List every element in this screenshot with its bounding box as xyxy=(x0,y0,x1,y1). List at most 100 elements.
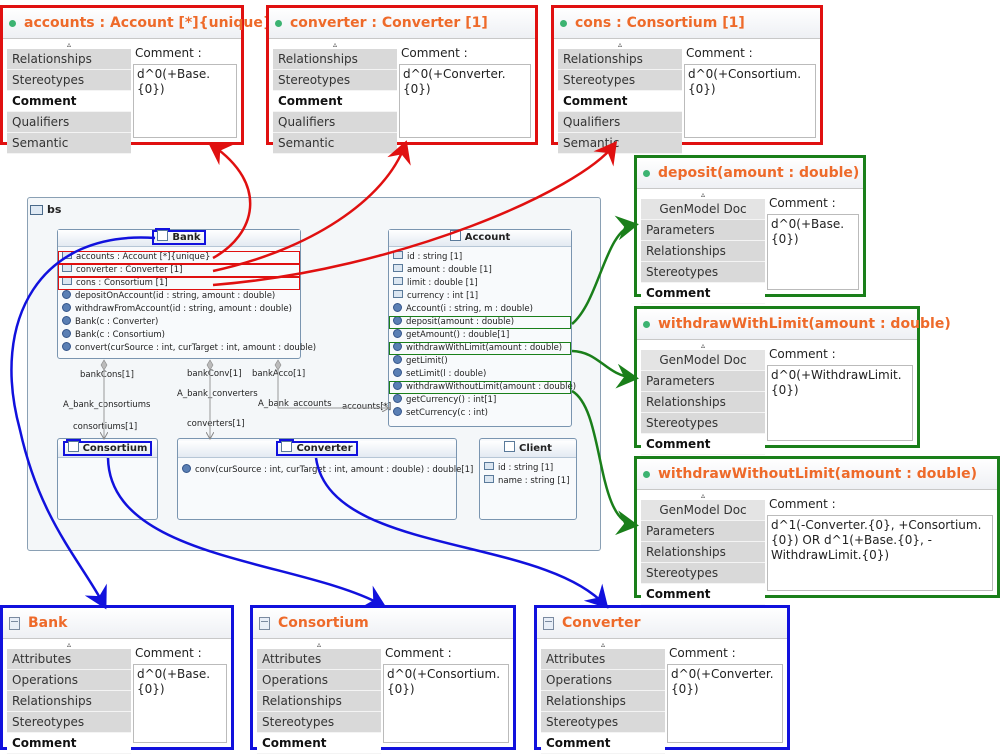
comment-field[interactable]: d^0(+Consortium.{0}) xyxy=(684,64,816,138)
scroll-up-icon[interactable]: ▵ xyxy=(600,640,605,649)
tab-stereotypes[interactable]: Stereotypes xyxy=(7,712,131,733)
attribute-currency[interactable]: currency : int [1] xyxy=(389,290,571,303)
consortium-class-name[interactable]: Consortium xyxy=(62,441,153,456)
operation-get-limit[interactable]: getLimit() xyxy=(389,355,571,368)
comment-field[interactable]: d^0(+Converter.{0}) xyxy=(667,664,783,743)
tab-comment[interactable]: Comment xyxy=(7,91,131,112)
operation-conv[interactable]: conv(curSource : int, curTarget : int, a… xyxy=(178,464,473,477)
tab-attributes[interactable]: Attributes xyxy=(541,649,665,670)
tab-qualifiers[interactable]: Qualifiers xyxy=(7,112,131,133)
tab-comment[interactable]: Comment xyxy=(541,733,665,754)
tab-comment[interactable]: Comment xyxy=(641,434,765,455)
comment-field[interactable]: d^0(+Consortium.{0}) xyxy=(383,664,509,743)
operation-icon xyxy=(393,368,402,377)
operation-get-currency[interactable]: getCurrency() : int[1] xyxy=(389,394,571,407)
scroll-up-icon[interactable]: ▵ xyxy=(700,491,705,500)
scroll-up-icon[interactable]: ▵ xyxy=(66,40,71,49)
comment-field[interactable]: d^0(+Base.{0}) xyxy=(767,214,859,290)
scroll-up-icon[interactable]: ▵ xyxy=(66,640,71,649)
scroll-up-icon[interactable]: ▵ xyxy=(617,40,622,49)
comment-section: Comment : d^0(+Base.{0}) xyxy=(133,44,237,138)
tab-attributes[interactable]: Attributes xyxy=(7,649,131,670)
tab-stereotypes[interactable]: Stereotypes xyxy=(558,70,682,91)
tab-comment[interactable]: Comment xyxy=(641,584,765,605)
tab-parameters[interactable]: Parameters xyxy=(641,371,765,392)
tab-relationships[interactable]: Relationships xyxy=(558,49,682,70)
tab-semantic[interactable]: Semantic xyxy=(273,133,397,154)
operation-bank-converter[interactable]: Bank(c : Converter) xyxy=(58,316,300,329)
converter-class-name[interactable]: Converter xyxy=(276,441,358,456)
tab-stereotypes[interactable]: Stereotypes xyxy=(641,563,765,584)
operation-withdraw-without-limit[interactable]: withdrawWithoutLimit(amount : double) xyxy=(389,381,576,394)
attribute-amount[interactable]: amount : double [1] xyxy=(389,264,571,277)
class-icon xyxy=(157,230,169,241)
tab-qualifiers[interactable]: Qualifiers xyxy=(558,112,682,133)
tab-stereotypes[interactable]: Stereotypes xyxy=(641,262,765,283)
operation-deposit[interactable]: deposit(amount : double) xyxy=(389,316,571,329)
attribute-client-name[interactable]: name : string [1] xyxy=(480,475,576,488)
operation-convert[interactable]: convert(curSource : int, curTarget : int… xyxy=(58,342,316,355)
scroll-up-icon[interactable]: ▵ xyxy=(700,341,705,350)
tab-relationships[interactable]: Relationships xyxy=(273,49,397,70)
tab-relationships[interactable]: Relationships xyxy=(541,691,665,712)
package-label[interactable]: bs xyxy=(30,203,61,216)
tab-relationships[interactable]: Relationships xyxy=(7,691,131,712)
scroll-up-icon[interactable]: ▵ xyxy=(700,190,705,199)
tab-stereotypes[interactable]: Stereotypes xyxy=(7,70,131,91)
client-class-box[interactable]: Client id : string [1] name : string [1] xyxy=(479,438,577,520)
tab-comment[interactable]: Comment xyxy=(558,91,682,112)
tab-genmodel-doc[interactable]: GenModel Doc xyxy=(641,500,765,521)
converter-class-box[interactable]: Converter conv(curSource : int, curTarge… xyxy=(177,438,473,520)
bank-class-name[interactable]: Bank xyxy=(152,230,206,245)
comment-label: Comment : xyxy=(769,196,836,210)
attribute-converter[interactable]: converter : Converter [1] xyxy=(58,264,300,277)
scroll-up-icon[interactable]: ▵ xyxy=(316,640,321,649)
tab-qualifiers[interactable]: Qualifiers xyxy=(273,112,397,133)
tab-operations[interactable]: Operations xyxy=(541,670,665,691)
tab-relationships[interactable]: Relationships xyxy=(641,241,765,262)
tab-relationships[interactable]: Relationships xyxy=(641,392,765,413)
tab-semantic[interactable]: Semantic xyxy=(7,133,131,154)
attribute-client-id[interactable]: id : string [1] xyxy=(480,462,576,475)
tab-stereotypes[interactable]: Stereotypes xyxy=(641,413,765,434)
operation-icon xyxy=(62,316,71,325)
bank-class-box[interactable]: Bank accounts : Account [*]{unique} conv… xyxy=(57,229,316,359)
comment-field[interactable]: d^0(+Base.{0}) xyxy=(133,64,237,138)
account-class-box[interactable]: Account id : string [1] amount : double … xyxy=(388,229,576,427)
comment-field[interactable]: d^0(+Base.{0}) xyxy=(133,664,227,743)
tab-operations[interactable]: Operations xyxy=(257,670,381,691)
operation-account-constructor[interactable]: Account(i : string, m : double) xyxy=(389,303,571,316)
tab-parameters[interactable]: Parameters xyxy=(641,220,765,241)
comment-field[interactable]: d^1(-Converter.{0}, +Consortium.{0}) OR … xyxy=(767,515,993,591)
tab-parameters[interactable]: Parameters xyxy=(641,521,765,542)
operation-get-amount[interactable]: getAmount() : double[1] xyxy=(389,329,571,342)
tab-genmodel-doc[interactable]: GenModel Doc xyxy=(641,350,765,371)
class-icon xyxy=(281,441,293,452)
tab-stereotypes[interactable]: Stereotypes xyxy=(257,712,381,733)
tab-comment[interactable]: Comment xyxy=(641,283,765,304)
tab-attributes[interactable]: Attributes xyxy=(257,649,381,670)
tab-operations[interactable]: Operations xyxy=(7,670,131,691)
operation-deposit-on-account[interactable]: depositOnAccount(id : string, amount : d… xyxy=(58,290,300,303)
tab-stereotypes[interactable]: Stereotypes xyxy=(273,70,397,91)
comment-field[interactable]: d^0(+WithdrawLimit.{0}) xyxy=(767,365,913,441)
consortium-class-box[interactable]: Consortium xyxy=(57,438,158,520)
attribute-cons[interactable]: cons : Consortium [1] xyxy=(58,277,300,290)
scroll-up-icon[interactable]: ▵ xyxy=(332,40,337,49)
operation-set-limit[interactable]: setLimit(l : double) xyxy=(389,368,571,381)
comment-label: Comment : xyxy=(401,46,468,60)
tab-comment[interactable]: Comment xyxy=(257,733,381,754)
tab-stereotypes[interactable]: Stereotypes xyxy=(541,712,665,733)
association-a-bank-converters: A_bank_converters xyxy=(177,389,258,399)
tab-genmodel-doc[interactable]: GenModel Doc xyxy=(641,199,765,220)
attribute-limit[interactable]: limit : double [1] xyxy=(389,277,571,290)
comment-field[interactable]: d^0(+Converter.{0}) xyxy=(399,64,531,138)
tab-relationships[interactable]: Relationships xyxy=(7,49,131,70)
operation-bank-consortium[interactable]: Bank(c : Consortium) xyxy=(58,329,300,342)
operation-withdraw-with-limit[interactable]: withdrawWithLimit(amount : double) xyxy=(389,342,571,355)
tab-comment[interactable]: Comment xyxy=(273,91,397,112)
operation-withdraw-from-account[interactable]: withdrawFromAccount(id : string, amount … xyxy=(58,303,300,316)
operation-set-currency[interactable]: setCurrency(c : int) xyxy=(389,407,571,420)
tab-relationships[interactable]: Relationships xyxy=(257,691,381,712)
tab-relationships[interactable]: Relationships xyxy=(641,542,765,563)
